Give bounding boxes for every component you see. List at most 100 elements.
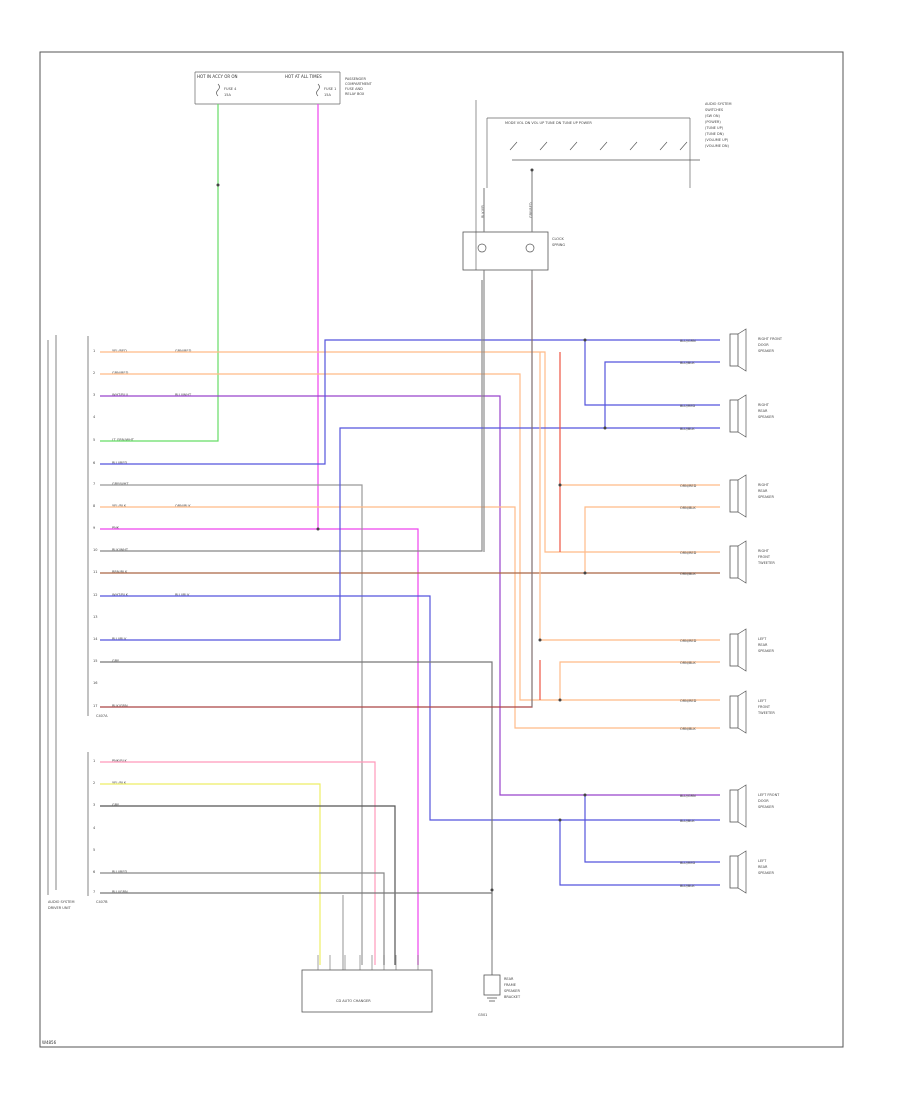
driver-unit-label-1: AUDIO SYSTEM (48, 900, 75, 904)
speaker-1-label-1: RIGHT FRONT (758, 337, 783, 341)
cd-changer-label: CD AUTO CHANGER (336, 999, 371, 1003)
pin-b5: 5 (93, 848, 95, 852)
wire-gry-b (100, 805, 396, 965)
speaker-2-wire-a: BLU/RED (680, 404, 696, 408)
speaker-7-wire-a: BLU/GRN (680, 794, 696, 798)
wire-yel-blk (100, 783, 321, 965)
junctions (216, 168, 607, 892)
pin-15: 15 (93, 659, 97, 663)
pin-15-wire: GRY (112, 659, 120, 663)
ground-code: G501 (478, 1013, 487, 1017)
speaker-6-label-1: LEFT (758, 699, 767, 703)
pin-b2-wire: YEL/BLK (112, 781, 127, 785)
wire-blu-red (100, 339, 720, 465)
speaker-2-wire-b: BLU/BLK (680, 427, 695, 431)
fuse-panel-label-1: PASSENGER (345, 77, 366, 81)
wire-lt-grn-wht (100, 104, 219, 442)
wire-spk-6 (559, 661, 720, 700)
wire-blk-grn (100, 280, 533, 708)
clock-wire-left: BLK/YEL (481, 204, 485, 218)
pin-1-wire: YEL/RED (112, 349, 127, 353)
speaker-8-wire-b: BLU/BLK (680, 884, 695, 888)
pin-10-wire: BLK/WHT (112, 548, 129, 552)
pin-b6: 6 (93, 870, 95, 874)
speaker-7-label-2: DOOR (758, 799, 769, 803)
pin-5: 5 (93, 438, 95, 442)
switch-label-6: (TUNE DN) (705, 132, 724, 136)
switch-label-2: SWITCHES (705, 108, 724, 112)
pin-2: 2 (93, 371, 95, 375)
speaker-6-wire-b: ORN/BLK (680, 727, 696, 731)
speaker-1-label-3: SPEAKER (758, 349, 774, 353)
fuse-panel-label-3: FUSE AND (345, 87, 363, 91)
pin-12: 12 (93, 593, 97, 597)
driver-unit-label-2: DRIVER UNIT (48, 906, 72, 910)
wire-spk-2 (604, 361, 720, 428)
pin-3-wire-b: BLU/WHT (175, 393, 192, 397)
pin-b1: 1 (93, 759, 95, 763)
wire-gry (100, 661, 493, 890)
speaker-4-wire-a: ORN/RED (680, 551, 697, 555)
switch-label-3: (SW ON) (705, 114, 721, 118)
pin-b3-wire: GRY (112, 803, 120, 807)
speaker-3: ORN/RED ORN/BLK RIGHT REAR SPEAKER (680, 474, 774, 518)
connector-b: C407B (96, 900, 108, 904)
pin-7-wire: GRY/WHT (112, 482, 129, 486)
speaker-5-wire-a: ORN/RED (680, 639, 697, 643)
fuse-right-title: HOT AT ALL TIMES (285, 74, 322, 79)
pin-2-wire: GRN/RED (112, 371, 129, 375)
switch-label-8: (VOLUME DN) (705, 144, 729, 148)
wire-spk-7 (559, 820, 720, 886)
wire-blu-red-b (100, 872, 385, 965)
pin-11-wire: BRN/BLK (112, 570, 128, 574)
cd-changer: CD AUTO CHANGER (301, 895, 433, 1013)
switch-label-5: (TUNE UP) (705, 126, 724, 130)
pin-6: 6 (93, 461, 95, 465)
speaker-5: ORN/RED ORN/BLK LEFT REAR SPEAKER (680, 628, 774, 672)
wire-spk-8 (584, 795, 720, 863)
speaker-6-wire-a: ORN/RED (680, 699, 697, 703)
speaker-4-label-2: FRONT (758, 555, 771, 559)
wire-spk-4 (584, 506, 720, 573)
fuse-left-title: HOT IN ACCY OR ON (197, 74, 238, 79)
wire-blu-grn-b (100, 892, 493, 940)
speaker-2-label-3: SPEAKER (758, 415, 774, 419)
speaker-1: BLU/GRN BLU/BLK RIGHT FRONT DOOR SPEAKER (680, 328, 783, 372)
wire-blu-blk-14 (100, 427, 720, 641)
speaker-3-wire-b: ORN/BLK (680, 506, 696, 510)
wire-gry-wht (100, 484, 363, 965)
pin-1: 1 (93, 349, 95, 353)
wire-blu-wht (100, 395, 720, 796)
speaker-2-label-2: REAR (758, 409, 768, 413)
speaker-5-label-1: LEFT (758, 637, 767, 641)
speaker-7: BLU/GRN BLU/BLK LEFT FRONT DOOR SPEAKER (680, 784, 780, 828)
pin-14-wire: BLU/BLK (112, 637, 127, 641)
speaker-4-label-3: TWEETER (757, 561, 775, 565)
speaker-3-label-2: REAR (758, 489, 768, 493)
clock-spring-label-2: SPRING (552, 243, 565, 247)
pin-12-wire: WHT/BLK (112, 593, 129, 597)
speaker-6-label-2: FRONT (758, 705, 771, 709)
wire-grn-red-2 (100, 373, 720, 701)
wire-blu-blk-12 (100, 595, 720, 821)
fuse-left-name: FUSE 4 (224, 87, 237, 91)
pin-4: 4 (93, 415, 96, 419)
speaker-3-label-3: SPEAKER (758, 495, 774, 499)
pin-6-wire: BLU/RED (112, 461, 128, 465)
pin-7: 7 (93, 482, 95, 486)
wire-pnk-blk (100, 761, 376, 965)
pin-10: 10 (93, 548, 97, 552)
pin-1-wire-b: GRN/RED (175, 349, 192, 353)
fuse-panel-label-4: RELAY BOX (345, 92, 365, 96)
speaker-5-label-3: SPEAKER (758, 649, 774, 653)
diagram-frame (39, 51, 844, 1048)
pin-b1-wire: PNK/BLK (112, 759, 128, 763)
pin-12-wire-b: BLU/BLK (175, 593, 190, 597)
clock-spring-label-1: CLOCK (552, 237, 564, 241)
speaker-1-label-2: DOOR (758, 343, 769, 347)
speaker-1-wire-a: BLU/GRN (680, 339, 696, 343)
speaker-8: BLU/RED BLU/BLK LEFT REAR SPEAKER (680, 850, 774, 894)
ground: G501 REAR FRAME SPEAKER BRACKET (478, 890, 521, 1017)
audio-driver-unit: AUDIO SYSTEM DRIVER UNIT C407A C407B (47, 335, 108, 910)
